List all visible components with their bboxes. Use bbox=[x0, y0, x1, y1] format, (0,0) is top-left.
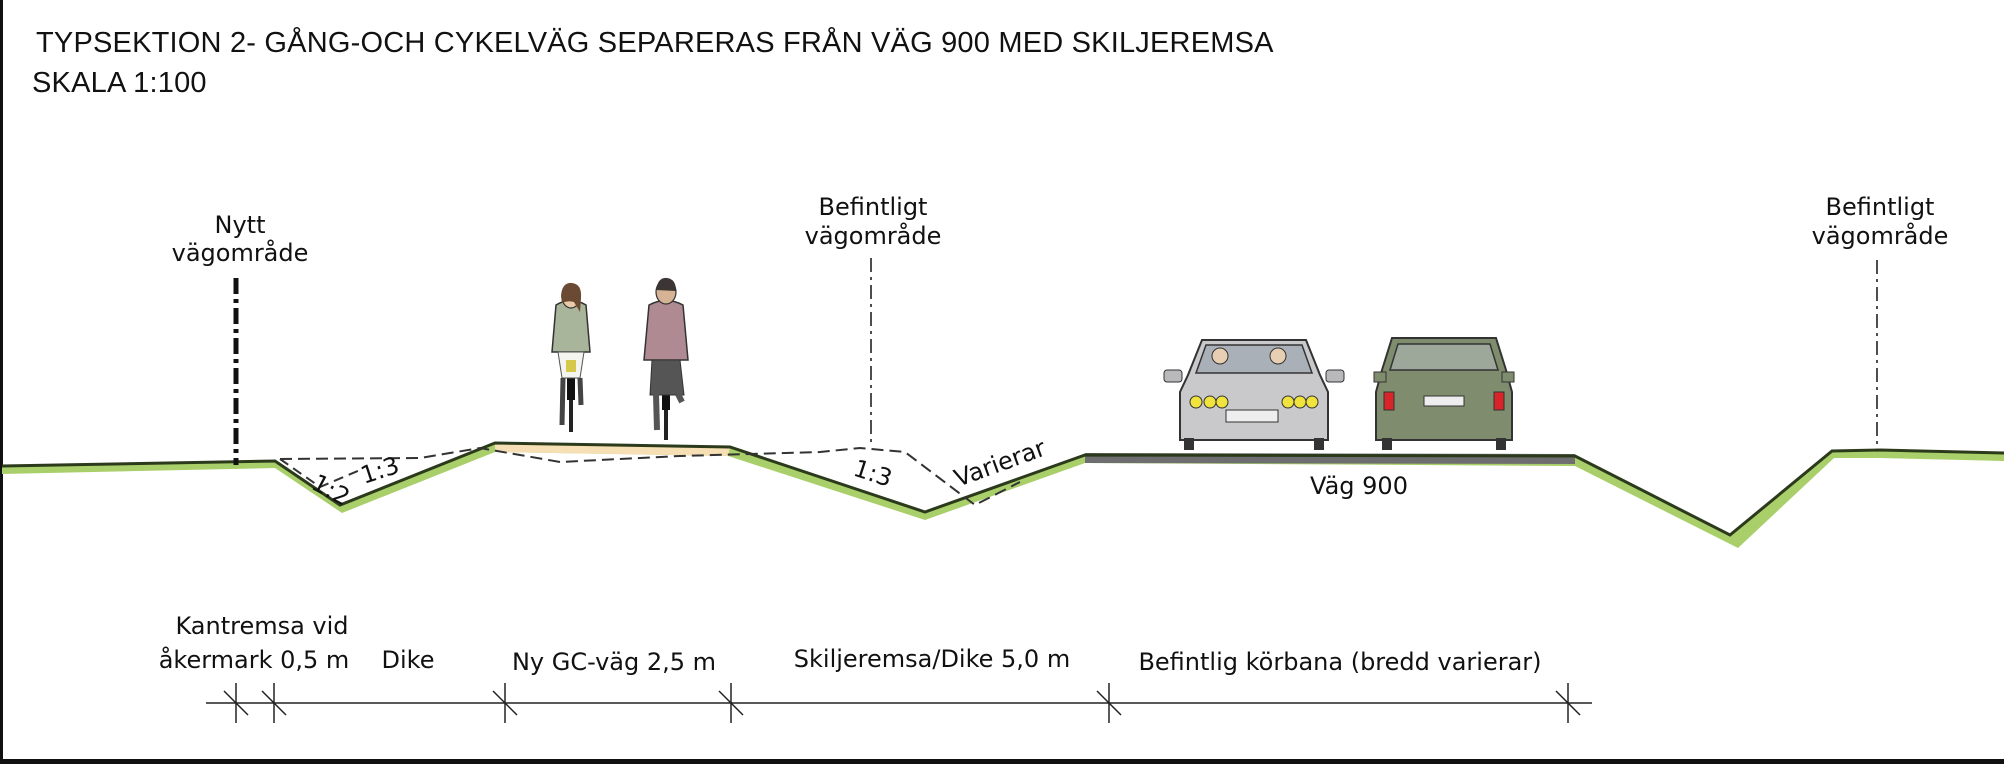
boundary-new-label-2: vägområde bbox=[172, 238, 309, 267]
boundary-existing-right-label-1: Befintligt bbox=[1826, 193, 1935, 221]
car-rear-icon bbox=[1373, 337, 1515, 450]
dim-ditch: Dike bbox=[382, 646, 435, 674]
dim-edge-strip-2: åkermark 0,5 m bbox=[159, 645, 350, 674]
road-label: Väg 900 bbox=[1310, 472, 1408, 500]
boundary-new-area: Nytt vägområde bbox=[172, 211, 309, 465]
dim-new-path: Ny GC-väg 2,5 m bbox=[512, 648, 716, 676]
boundary-existing-left: Befintligt vägområde bbox=[805, 193, 942, 447]
cyclist-man-icon bbox=[643, 277, 689, 440]
drawing-title: TYPSEKTION 2- GÅNG-OCH CYKELVÄG SEPARERA… bbox=[36, 27, 1274, 59]
dimension-line: Kantremsa vid åkermark 0,5 m Dike Ny GC-… bbox=[159, 612, 1592, 723]
boundary-new-label-1: Nytt bbox=[215, 211, 266, 239]
boundary-existing-left-label-2: vägområde bbox=[805, 221, 942, 250]
ground-line bbox=[1, 441, 2004, 537]
dim-edge-strip-1: Kantremsa vid bbox=[175, 612, 348, 640]
boundary-existing-right-label-2: vägområde bbox=[1812, 221, 1949, 250]
slope-separator: 1:3 bbox=[850, 454, 895, 493]
terrain bbox=[1, 441, 2004, 548]
boundary-existing-left-label-1: Befintligt bbox=[819, 193, 928, 221]
existing-ground-dashed bbox=[279, 446, 1021, 507]
cyclist-woman-icon bbox=[551, 282, 591, 432]
car-front-icon bbox=[1163, 339, 1345, 450]
ditch-dashed bbox=[279, 458, 361, 489]
dim-existing-road: Befintlig körbana (bredd varierar) bbox=[1138, 648, 1541, 676]
dim-separator: Skiljeremsa/Dike 5,0 m bbox=[794, 645, 1070, 673]
boundary-existing-right: Befintligt vägområde bbox=[1812, 193, 1949, 450]
drawing-scale: SKALA 1:100 bbox=[32, 67, 207, 99]
